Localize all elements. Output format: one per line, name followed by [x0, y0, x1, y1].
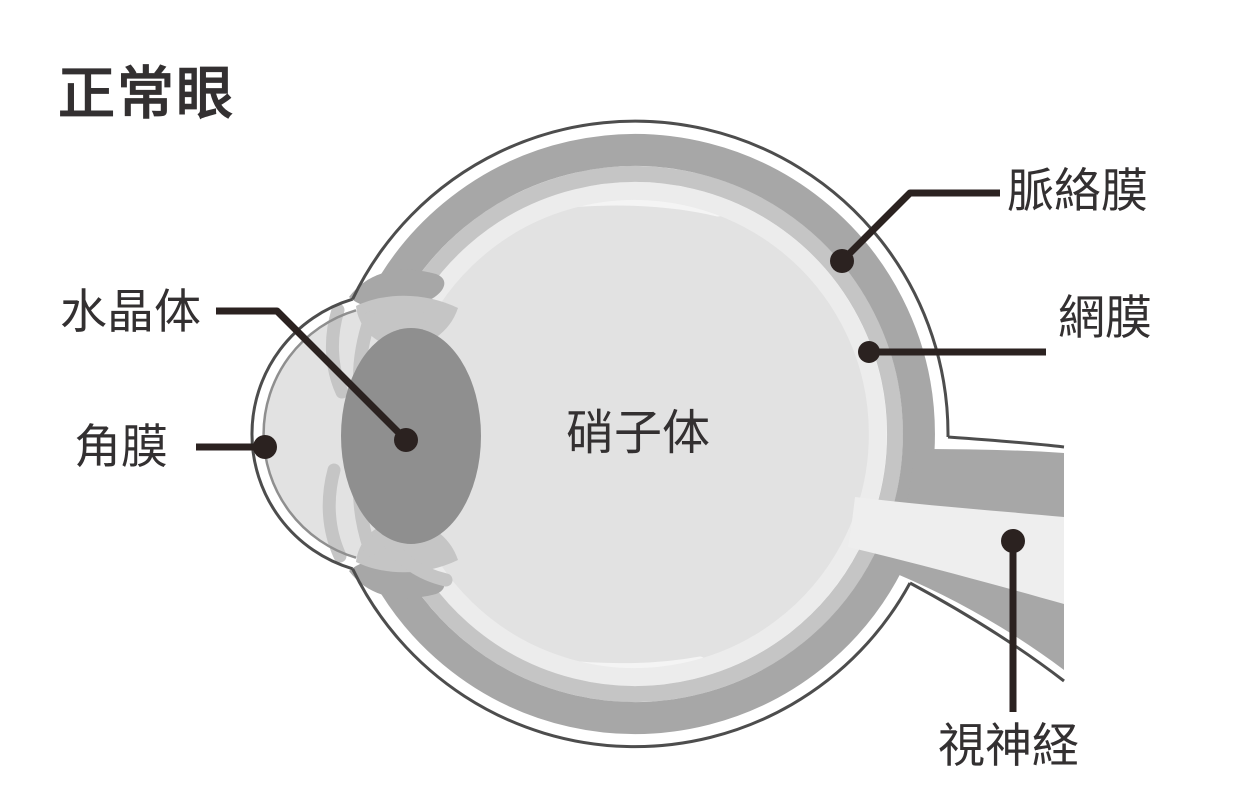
sclera-outline-bottom	[351, 568, 912, 749]
retina-pointer-dot	[858, 341, 880, 363]
optic-nerve-outline-bottom	[909, 581, 1065, 683]
retina-ring	[390, 166, 904, 702]
choroid-label: 脈絡膜	[1007, 164, 1148, 217]
sclera-outline-top	[351, 119, 950, 438]
lens-pointer-dot	[394, 428, 418, 452]
vitreous-label: 硝子体	[566, 407, 710, 460]
optic-nerve-label: 視神経	[938, 719, 1079, 772]
lens-leader-line	[216, 307, 409, 443]
vitreous-body-fill	[389, 188, 881, 680]
cornea-pointer-dot	[253, 435, 277, 459]
lens-label: 水晶体	[60, 285, 201, 338]
choroid-ring	[365, 134, 935, 734]
optic-nerve-pointer-dot	[1001, 529, 1025, 553]
cornea-outer-line	[250, 297, 354, 571]
optic-nerve-outline-top	[947, 435, 1065, 449]
cornea-label: 角膜	[74, 420, 168, 473]
choroid-leader-line	[839, 189, 1000, 264]
choroid-pointer-dot	[830, 249, 854, 273]
inner-light-ring	[399, 182, 887, 686]
diagram-title: 正常眼	[58, 62, 235, 126]
retina-label: 網膜	[1058, 291, 1152, 344]
cornea-inner-line	[262, 309, 357, 559]
